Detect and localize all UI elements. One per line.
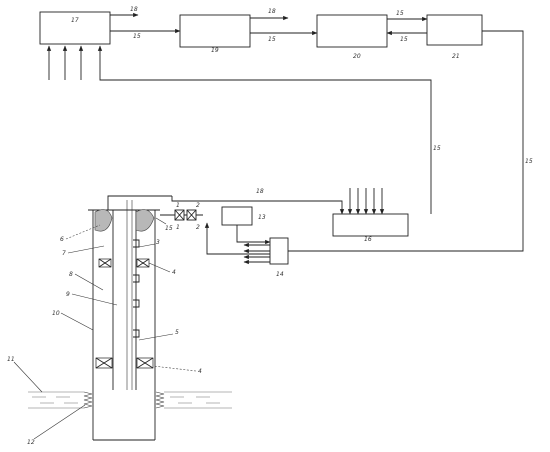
label-18-c: 18 (256, 188, 264, 195)
return-line-to-17 (97, 45, 432, 214)
packer-upper-right (136, 258, 150, 268)
well-head-top (107, 195, 172, 210)
label-15-e: 15 (433, 145, 441, 152)
label-1-b: 1 (176, 224, 180, 231)
label-15-g: 15 (165, 225, 173, 232)
label-2-a: 2 (196, 202, 200, 209)
formation-seam (28, 391, 232, 409)
leader-12 (33, 404, 86, 440)
label-1-a: 1 (176, 202, 180, 209)
label-15-f: 15 (525, 158, 533, 165)
label-17: 17 (71, 17, 79, 24)
label-15-d: 15 (400, 36, 408, 43)
valve-2 (186, 209, 197, 221)
leader-15-g (155, 217, 167, 225)
block-14 (269, 237, 289, 265)
label-18-b: 18 (268, 8, 276, 15)
label-11: 11 (7, 356, 15, 363)
label-3: 3 (156, 239, 160, 246)
label-21: 21 (452, 53, 460, 60)
leader-10 (60, 312, 94, 331)
label-2-b: 2 (196, 224, 200, 231)
label-6: 6 (60, 236, 64, 243)
block-17 (39, 11, 111, 45)
label-15-a: 15 (133, 33, 141, 40)
line-well-to-16 (171, 196, 345, 215)
label-15-b: 15 (268, 36, 276, 43)
label-12: 12 (27, 439, 35, 446)
line-21-to-14 (288, 30, 524, 252)
packer-lower-right (136, 357, 154, 369)
leader-6 (65, 224, 101, 240)
leader-3 (138, 243, 156, 248)
leader-4-a (148, 262, 171, 273)
label-15-c: 15 (396, 10, 404, 17)
wellhead-cap-left (94, 209, 113, 232)
leader-9 (71, 293, 118, 306)
wellhead-cap-right (135, 209, 155, 232)
line-13-to-14 (236, 225, 271, 245)
block-13 (221, 206, 253, 226)
label-4-b: 4 (198, 368, 202, 375)
leader-8 (74, 273, 104, 291)
line-14-to-valves (204, 222, 270, 255)
label-14: 14 (276, 271, 284, 278)
valve-1 (174, 209, 185, 221)
label-4-a: 4 (172, 269, 176, 276)
leader-11 (13, 361, 43, 393)
label-7: 7 (62, 250, 66, 257)
label-10: 10 (52, 310, 60, 317)
gaslift-valves (133, 239, 140, 338)
block-19 (179, 14, 251, 48)
block-16 (332, 213, 409, 237)
leader-5 (138, 333, 174, 341)
label-8: 8 (69, 271, 73, 278)
label-18-a: 18 (130, 6, 138, 13)
block-20 (316, 14, 388, 48)
block-21 (426, 14, 483, 46)
label-5: 5 (175, 329, 179, 336)
label-20: 20 (353, 53, 361, 60)
label-13: 13 (258, 214, 266, 221)
label-16: 16 (364, 236, 372, 243)
packer-upper-left (98, 258, 112, 268)
label-9: 9 (66, 291, 70, 298)
packer-lower-left (95, 357, 113, 369)
leader-7 (67, 245, 105, 254)
perforations (83, 391, 165, 409)
leader-4-b (152, 365, 197, 372)
label-19: 19 (211, 47, 219, 54)
